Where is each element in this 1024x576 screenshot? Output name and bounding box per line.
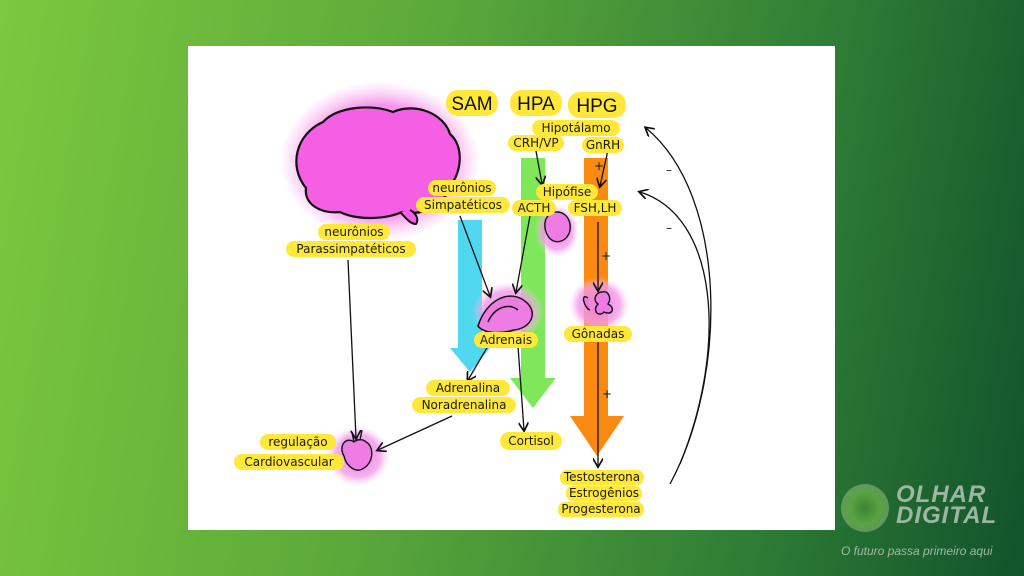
sign-plus-3: + <box>602 387 612 401</box>
gonad-icon <box>582 291 614 315</box>
label-gnrh: GnRH <box>586 138 620 152</box>
stress-axes-diagram: + + + – – SAM HPA HPG Hipotálamo CRH/VP … <box>234 81 712 517</box>
label-adrenais: Adrenais <box>480 333 532 347</box>
brain-icon <box>280 81 480 241</box>
diagram-card: + + + – – SAM HPA HPG Hipotálamo CRH/VP … <box>188 46 835 530</box>
label-neuronios-simpaticos-2: Simpatéticos <box>424 198 502 212</box>
label-neuronios-parassimpaticos-1: neurônios <box>324 225 383 239</box>
olhar-digital-logo-icon <box>841 484 889 532</box>
label-neuronios-parassimpaticos-2: Parassimpatéticos <box>296 242 405 256</box>
brand-logo: OLHAR DIGITAL <box>896 481 998 529</box>
brand-title-line-1: OLHAR <box>896 481 987 508</box>
label-estrogenios: Estrogênios <box>569 486 639 500</box>
pituitary-icon <box>544 211 571 243</box>
label-cardiovascular: Cardiovascular <box>244 455 333 469</box>
label-crh-vp: CRH/VP <box>513 136 558 150</box>
axis-label-hpa: HPA <box>517 94 555 115</box>
label-acth: ACTH <box>518 201 551 215</box>
label-progesterona: Progesterona <box>561 502 640 516</box>
label-fsh-lh: FSH,LH <box>574 201 617 215</box>
axis-label-hpg: HPG <box>576 96 617 117</box>
axis-label-sam: SAM <box>451 94 492 115</box>
brand-title-line-2: DIGITAL <box>896 502 998 529</box>
label-hipofise: Hipófise <box>543 185 592 199</box>
sign-minus-2: – <box>666 221 672 235</box>
label-testosterona: Testosterona <box>563 470 640 484</box>
label-gonadas: Gônadas <box>572 327 625 341</box>
label-regulacao: regulação <box>268 435 327 449</box>
sign-plus-1: + <box>594 159 604 173</box>
label-hipotalamo: Hipotálamo <box>541 121 610 135</box>
label-cortisol: Cortisol <box>508 434 554 448</box>
label-adrenalina: Adrenalina <box>436 381 500 395</box>
label-neuronios-simpaticos-1: neurônios <box>432 181 491 195</box>
connector-arrows <box>347 128 712 485</box>
sign-plus-2: + <box>601 249 611 263</box>
sign-minus-1: – <box>666 163 672 177</box>
label-noradrenalina: Noradrenalina <box>422 398 507 412</box>
brand-slogan: O futuro passa primeiro aqui <box>841 544 993 558</box>
